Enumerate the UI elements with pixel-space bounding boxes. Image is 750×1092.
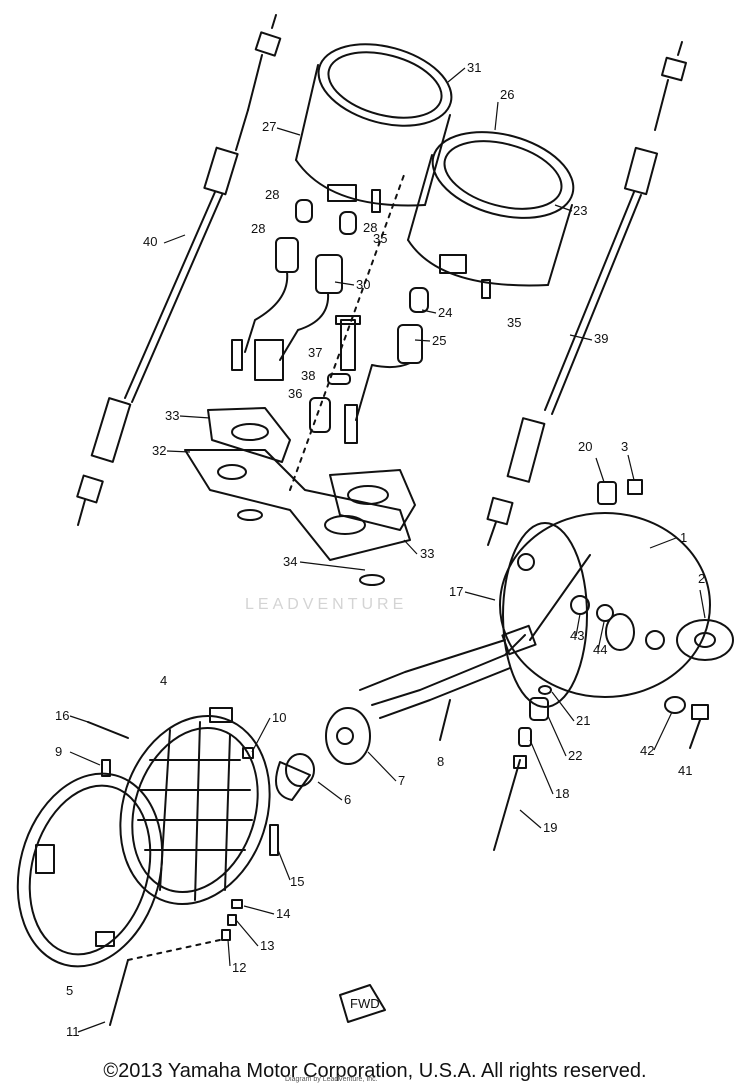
callout-8: 8 — [437, 754, 444, 769]
callout-41: 41 — [678, 763, 692, 778]
callout-24: 24 — [438, 305, 452, 320]
headlight-rim — [16, 772, 221, 1026]
callout-7: 7 — [398, 773, 405, 788]
callout-6: 6 — [344, 792, 351, 807]
callout-2: 2 — [698, 571, 705, 586]
bulb-socket-set-right — [344, 287, 429, 444]
callout-16: 16 — [55, 708, 69, 723]
meter-cable-left — [76, 14, 282, 526]
rubber-washer-and-bolt — [664, 619, 734, 749]
callout-5: 5 — [66, 983, 73, 998]
meter-cable-right — [486, 41, 687, 546]
callout-37: 37 — [308, 345, 322, 360]
callout-35a: 35 — [373, 231, 387, 246]
diagram-credit: Diagram by LeadVenture, Inc. — [285, 1076, 378, 1083]
callout-26: 26 — [500, 87, 514, 102]
headlight-case — [499, 479, 711, 708]
copyright-notice: ©2013 Yamaha Motor Corporation, U.S.A. A… — [103, 1060, 647, 1082]
callout-15: 15 — [290, 874, 304, 889]
meter-housing-front — [407, 131, 575, 299]
bulb-socket-set-left — [231, 199, 357, 381]
callout-34: 34 — [283, 554, 297, 569]
callout-43: 43 — [570, 628, 584, 643]
callout-10: 10 — [272, 710, 286, 725]
callout-labels: 1 2 3 4 5 6 7 8 9 10 11 12 13 14 15 16 1… — [55, 60, 705, 1039]
callout-39: 39 — [594, 331, 608, 346]
fwd-direction-marker — [339, 984, 386, 1023]
callout-18: 18 — [555, 786, 569, 801]
callout-44: 44 — [593, 642, 607, 657]
callout-22: 22 — [568, 748, 582, 763]
callout-25: 25 — [432, 333, 446, 348]
callout-38: 38 — [301, 368, 315, 383]
callout-28a: 28 — [265, 187, 279, 202]
callout-14: 14 — [276, 906, 290, 921]
callout-20: 20 — [578, 439, 592, 454]
headlight-unit — [87, 707, 271, 905]
callout-30: 30 — [356, 277, 370, 292]
callout-17: 17 — [449, 584, 463, 599]
bolt-collar-set — [309, 315, 361, 433]
leader-lines — [69, 67, 706, 1033]
callout-35b: 35 — [507, 315, 521, 330]
callout-11: 11 — [66, 1024, 80, 1039]
callout-27: 27 — [262, 119, 276, 134]
callout-19: 19 — [543, 820, 557, 835]
meter-bracket — [184, 174, 416, 586]
callout-33a: 33 — [165, 408, 179, 423]
headlight-wiring — [275, 624, 537, 801]
callout-28c: 28 — [363, 220, 377, 235]
callout-3: 3 — [621, 439, 628, 454]
fwd-label: FWD — [350, 996, 380, 1011]
watermark: LEADVENTURE — [245, 596, 408, 613]
meter-housing-rear — [295, 43, 453, 213]
callout-4: 4 — [160, 673, 167, 688]
callout-32: 32 — [152, 443, 166, 458]
callout-13: 13 — [260, 938, 274, 953]
callout-36: 36 — [288, 386, 302, 401]
lens-screw-parts — [493, 685, 552, 851]
callout-1: 1 — [680, 530, 687, 545]
callout-31: 31 — [467, 60, 481, 75]
callout-42: 42 — [640, 743, 654, 758]
callout-12: 12 — [232, 960, 246, 975]
callout-40: 40 — [143, 234, 157, 249]
small-screws — [101, 747, 279, 941]
callout-23: 23 — [573, 203, 587, 218]
callout-33b: 33 — [420, 546, 434, 561]
callout-21: 21 — [576, 713, 590, 728]
callout-9: 9 — [55, 744, 62, 759]
callout-28b: 28 — [251, 221, 265, 236]
